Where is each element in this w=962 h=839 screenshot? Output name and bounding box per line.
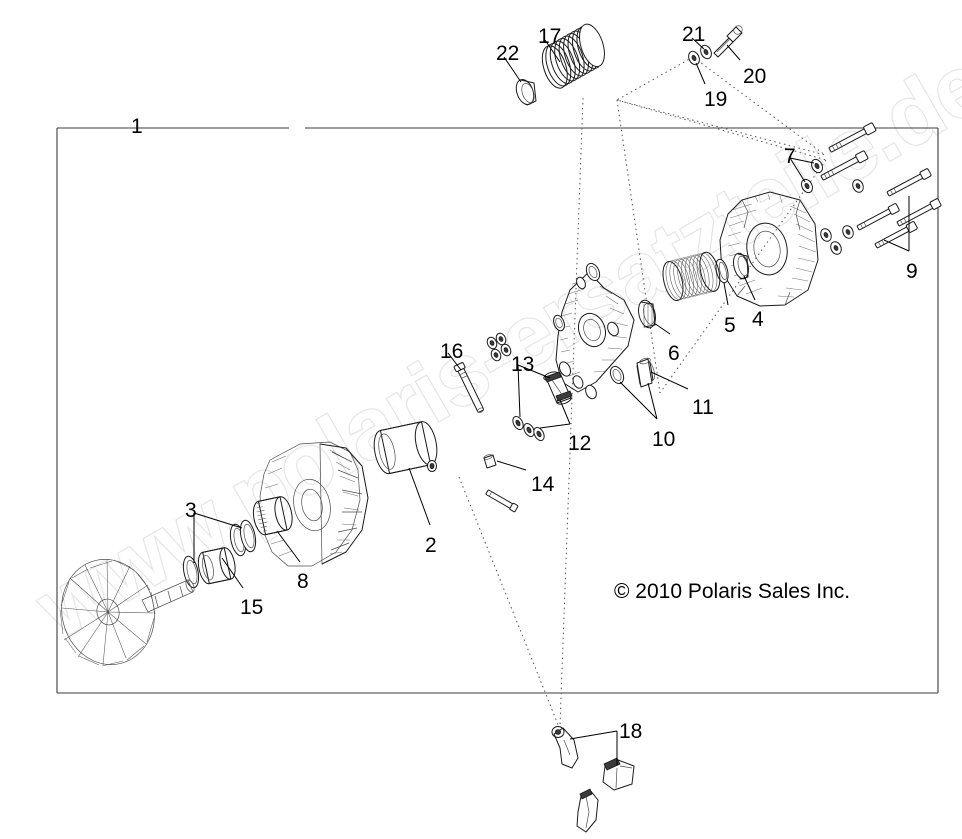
callout-label-2: 2 xyxy=(425,534,437,557)
dotted-line-to-housing-a xyxy=(616,99,827,161)
part-22-spring-seat xyxy=(515,78,537,106)
part-7-washer-pair xyxy=(800,158,824,194)
callout-label-8: 8 xyxy=(297,570,309,593)
part-19-lock-washer xyxy=(688,50,700,66)
callout-label-21: 21 xyxy=(682,23,706,46)
part-5-retaining-ring xyxy=(715,258,729,284)
callout-label-6: 6 xyxy=(668,342,680,365)
callout-label-4: 4 xyxy=(752,308,764,331)
callout-label-14: 14 xyxy=(531,473,555,496)
spider-housing xyxy=(553,262,635,400)
callout-label-1: 1 xyxy=(131,115,143,138)
callout-label-11: 11 xyxy=(692,396,714,419)
part-4-bearing-ring xyxy=(733,252,749,280)
small-spacer-group-upper xyxy=(486,332,512,362)
callout-label-15: 15 xyxy=(240,596,264,619)
callout-label-17: 17 xyxy=(538,25,562,48)
callout-label-7: 7 xyxy=(784,145,796,168)
part-13-weight-roller xyxy=(543,371,573,405)
fixed-sheave-fan xyxy=(59,558,195,667)
callout-label-12: 12 xyxy=(568,432,592,455)
part-11-dowel-pin xyxy=(636,357,653,388)
part-15-spacer-sleeve xyxy=(197,547,236,585)
callout-label-3: 3 xyxy=(185,499,197,522)
callout-label-9: 9 xyxy=(906,260,918,283)
part-3-washer-set xyxy=(182,519,257,589)
part-8-roller-bushing xyxy=(252,496,293,536)
clutch-cover-body xyxy=(719,191,819,307)
part-2-cover-spacer xyxy=(373,421,438,475)
part-14-pin-bushing xyxy=(483,454,519,513)
callout-label-22: 22 xyxy=(496,42,520,65)
callout-label-5: 5 xyxy=(724,314,736,337)
bolt-group-upper xyxy=(820,122,942,255)
dotted-line-to-shift-weight xyxy=(458,476,560,728)
part-20-retainer-bolt xyxy=(713,25,743,58)
assembly-box-group xyxy=(56,127,939,694)
ribbed-sleeve xyxy=(662,251,721,302)
callout-label-13: 13 xyxy=(511,353,535,376)
part-6-seal-ring xyxy=(638,299,656,329)
part-18-shift-weights xyxy=(551,726,635,833)
copyright-notice: © 2010 Polaris Sales Inc. xyxy=(614,580,851,603)
part-12-roller-pin xyxy=(512,415,545,442)
part-17-clutch-spring xyxy=(541,23,605,89)
callout-label-16: 16 xyxy=(440,340,464,363)
callout-label-20: 20 xyxy=(743,65,767,88)
dotted-line-spring-to-weight xyxy=(559,97,584,726)
callout-label-10: 10 xyxy=(652,428,676,451)
callout-label-19: 19 xyxy=(704,88,728,111)
dotted-assembly-lines xyxy=(458,56,827,728)
leader-lines xyxy=(193,37,910,765)
callout-label-18: 18 xyxy=(619,720,643,743)
